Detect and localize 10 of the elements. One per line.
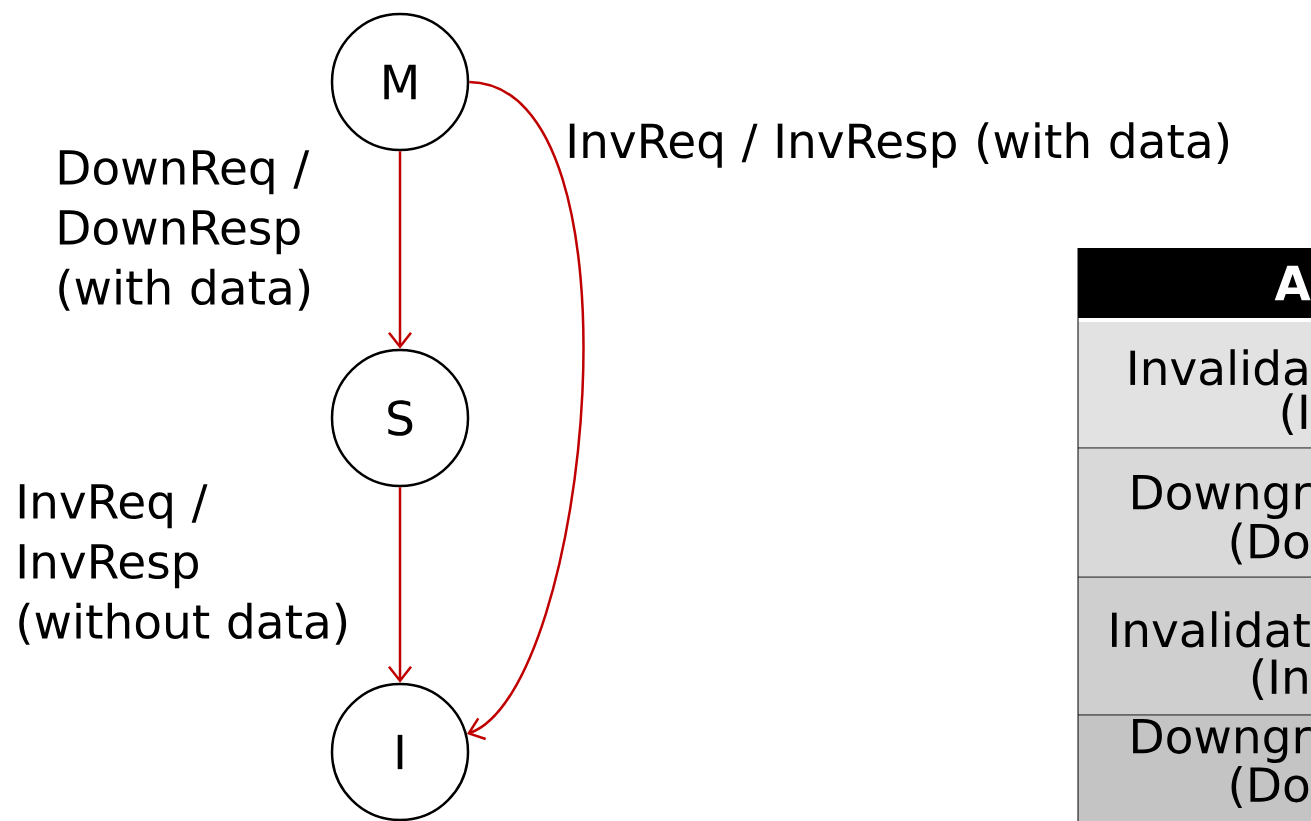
table-cell: Invalida (I bbox=[1077, 317, 1311, 449]
table-cell: Downgr (Do bbox=[1077, 447, 1311, 578]
arrow bbox=[388, 151, 412, 349]
arrow bbox=[466, 80, 585, 741]
edge-label: InvReq / InvResp (with data) bbox=[569, 122, 1228, 168]
table-header: A bbox=[1077, 247, 1311, 319]
arrow bbox=[388, 487, 412, 683]
table-cell: Invalidat (In bbox=[1077, 576, 1311, 716]
edge-label: DownReq / DownResp (with data) bbox=[59, 150, 310, 311]
table-cell: Downgr (Do bbox=[1077, 714, 1311, 821]
